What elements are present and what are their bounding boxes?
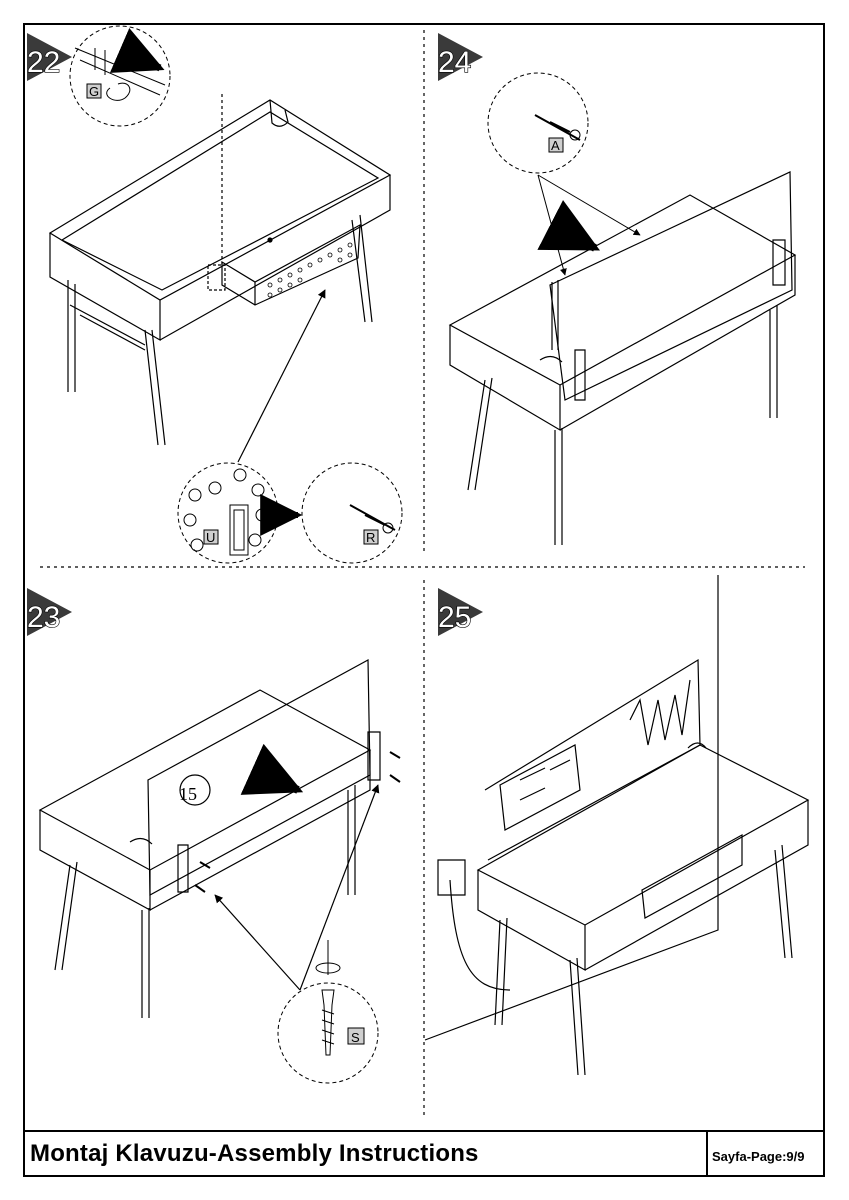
step-22-number: 22 (27, 46, 60, 79)
step-25-number: 25 (438, 601, 471, 634)
step-24-number: 24 (438, 46, 471, 79)
step-25-badge: 25 (437, 588, 483, 636)
callout-label-s: S (351, 1030, 360, 1045)
callout-label-g: G (89, 84, 99, 99)
detail-circle-s: S (277, 940, 379, 1084)
step-23-panel: 23 15 S (26, 588, 401, 1084)
callout-label-u: U (206, 530, 215, 545)
step-23-badge: 23 (26, 588, 72, 636)
footer-page-number: Sayfa-Page:9/9 (712, 1149, 805, 1164)
step-25-panel: 25 (424, 575, 810, 1076)
detail-circle-a: A (487, 72, 641, 276)
panel-dividers (40, 30, 805, 1118)
detail-circle-r: R (301, 462, 403, 564)
part-number-15: 15 (179, 784, 197, 804)
step-23-number: 23 (27, 601, 60, 634)
instruction-sheet-frame (23, 23, 825, 1177)
step-22-panel: 22 G (26, 25, 403, 564)
footer-title: Montaj Klavuzu-Assembly Instructions (30, 1140, 479, 1167)
drawer-front-perforation (267, 242, 353, 298)
step-24-panel: 24 A (437, 33, 797, 545)
footer-rules (23, 1130, 825, 1177)
detail-circle-u: U (177, 462, 303, 564)
step-24-badge: 24 (437, 33, 483, 81)
desk-drawing-step-24 (448, 171, 797, 545)
detail-circle-g: G (69, 25, 171, 127)
desk-drawing-step-22 (48, 94, 392, 463)
callout-label-a: A (551, 138, 560, 153)
step-22-badge: 22 (26, 33, 72, 81)
desk-drawing-step-25 (424, 575, 810, 1076)
callout-label-r: R (366, 530, 375, 545)
desk-drawing-step-23 (38, 658, 401, 1018)
